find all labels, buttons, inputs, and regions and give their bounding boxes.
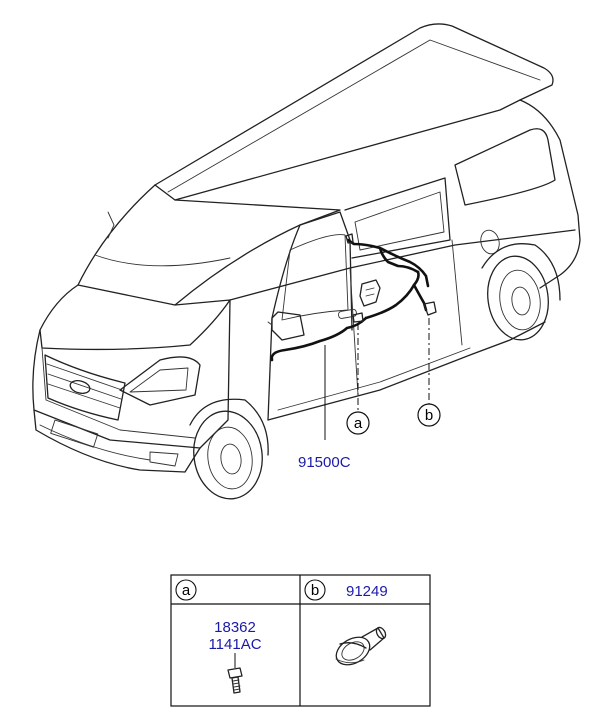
bolt-icon — [227, 667, 243, 694]
svg-text:b: b — [311, 582, 319, 599]
marker-a: a — [346, 411, 370, 435]
svg-text:b: b — [425, 407, 433, 424]
marker-b: b — [417, 403, 441, 427]
table-header-a: a — [175, 579, 197, 601]
table-b-part-number: 91249 — [346, 583, 388, 600]
grommet-icon — [335, 626, 387, 666]
svg-text:a: a — [182, 582, 191, 599]
van-illustration — [32, 23, 581, 500]
callout-leaders — [324, 318, 430, 440]
parts-table: a b 91249 18362 1141AC — [170, 574, 431, 707]
table-a-part-number-1: 18362 — [214, 619, 256, 636]
table-header-b: b — [304, 579, 326, 601]
svg-text:a: a — [354, 415, 363, 432]
main-part-number: 91500C — [298, 454, 351, 471]
table-a-part-number-2: 1141AC — [208, 636, 261, 653]
wiring-harness-91500c — [270, 233, 437, 362]
